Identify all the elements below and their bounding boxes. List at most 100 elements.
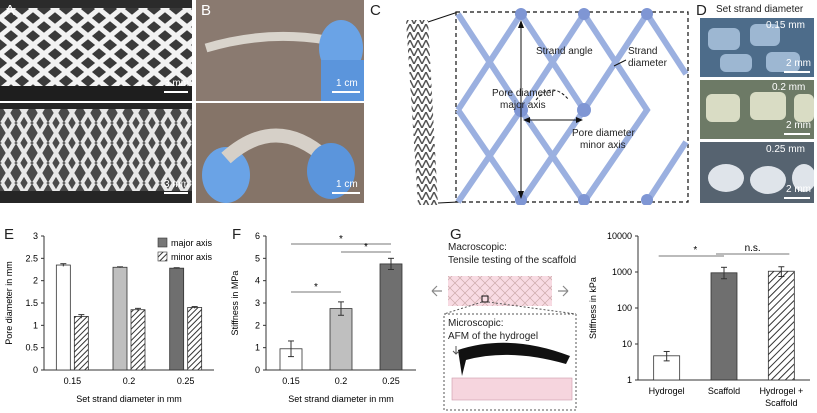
scale-label: 1 cm (336, 78, 358, 89)
scale-bar (332, 91, 360, 93)
bar (710, 272, 738, 381)
legend-label: major axis (171, 238, 213, 248)
y-tick-label: 10 (622, 339, 632, 349)
y-tick-label: 100 (617, 303, 632, 313)
y-axis-label: Stiffness in kPa (588, 277, 598, 339)
bar (767, 270, 795, 381)
panel-d-title: Set strand diameter (716, 4, 804, 15)
mechanics-schematic (431, 276, 577, 411)
micrograph-015: 0.15 mm 2 mm (700, 18, 814, 77)
scale-label: 3 mm (164, 179, 189, 190)
x-tick-label: 0.2 (123, 376, 136, 386)
hydrogel-layer (451, 377, 573, 401)
afm-cantilever-icon (458, 342, 570, 376)
pore-major-label: Pore diameter (492, 88, 555, 99)
y-tick-label: 1 (255, 343, 260, 353)
micrograph-02: 0.2 mm 2 mm (700, 80, 814, 139)
legend-label: minor axis (171, 252, 213, 262)
x-tick-label: 0.2 (335, 376, 348, 386)
scale-label: 1 cm (336, 179, 358, 190)
panel-b-photo-top: B 1 cm (196, 0, 364, 101)
y-tick-label: 2 (33, 276, 38, 286)
y-axis-label: Stiffness in MPa (230, 271, 240, 336)
scale-bar (164, 192, 188, 194)
y-tick-label: 1 (33, 320, 38, 330)
lattice-strands (455, 12, 689, 204)
y-tick-label: 5 (255, 253, 260, 263)
legend-swatch (157, 251, 168, 262)
pore-minor-label: minor axis (580, 140, 626, 151)
scaffold-photo-top (0, 8, 192, 101)
strand-diameter-label: Strand (628, 46, 658, 57)
y-tick-label: 10000 (607, 231, 632, 241)
scale-bar (784, 197, 810, 199)
panel-c-diagram: C (366, 0, 692, 205)
macroscopic-label: Macroscopic: (448, 242, 507, 253)
strand-value-label: 0.2 mm (772, 82, 806, 93)
x-tick-label: 0.15 (64, 376, 82, 386)
significance-label: * (314, 282, 318, 293)
x-tick-label: 0.25 (382, 376, 400, 386)
bar (379, 263, 403, 371)
panel-d: D Set strand diameter (694, 0, 817, 205)
y-tick-label: 1000 (612, 267, 632, 277)
macroscopic-desc: Tensile testing of the scaffold (448, 255, 577, 266)
scaffold-overview-icon (406, 20, 438, 205)
significance-label: n.s. (745, 243, 761, 254)
y-tick-label: 2.5 (25, 253, 38, 263)
x-axis-label: Set strand diameter in mm (288, 394, 394, 404)
panel-a-photo-bottom: 3 mm (0, 103, 192, 203)
panel-g-schematic: Macroscopic: Tensile testing of the scaf… (430, 238, 580, 413)
y-tick-label: 4 (255, 276, 260, 286)
scale-bar (784, 71, 810, 73)
y-tick-label: 3 (33, 231, 38, 241)
y-tick-label: 0.5 (25, 343, 38, 353)
scale-label: 3 mm (164, 78, 189, 89)
pore-major-label: major axis (500, 100, 546, 111)
microscopic-label: Microscopic: (448, 318, 504, 329)
microscopic-desc: AFM of the hydrogel (448, 331, 539, 342)
arrow-down-icon (452, 346, 460, 355)
bar (130, 309, 146, 371)
scaffold-photo-bottom (0, 109, 192, 191)
significance-label: * (339, 234, 343, 245)
scale-bar (332, 192, 360, 194)
arrow-left-icon (431, 285, 442, 297)
bar (187, 307, 203, 371)
significance-label: * (364, 242, 368, 253)
x-tick-label: Hydrogel (649, 386, 685, 396)
flexible-scaffold-photo (204, 20, 364, 101)
x-axis-label: Set strand diameter in mm (76, 394, 182, 404)
lattice-diagram (406, 8, 689, 205)
bar (329, 308, 353, 371)
x-tick-label: 0.25 (177, 376, 195, 386)
y-tick-label: 0 (255, 365, 260, 375)
pore-minor-label: Pore diameter (572, 128, 635, 139)
bar (73, 316, 89, 371)
strand-value-label: 0.15 mm (766, 20, 805, 31)
bent-scaffold-photo (202, 128, 355, 203)
scale-label: 2 mm (786, 120, 811, 131)
legend-swatch (157, 237, 168, 248)
y-tick-label: 0 (33, 365, 38, 375)
micrograph-025: 0.25 mm 2 mm (700, 142, 814, 203)
panel-label-a: A (5, 2, 16, 19)
y-tick-label: 1.5 (25, 298, 38, 308)
panel-b-photo-bottom: 1 cm (196, 103, 364, 203)
scaffold-sample (448, 276, 552, 306)
y-tick-label: 2 (255, 320, 260, 330)
y-tick-label: 6 (255, 231, 260, 241)
scale-label: 2 mm (786, 58, 811, 69)
panel-label-f: F (232, 226, 242, 243)
arrow-right-icon (558, 285, 569, 297)
strand-value-label: 0.25 mm (766, 144, 805, 155)
bar (55, 264, 71, 371)
zoom-box (455, 11, 689, 203)
y-tick-label: 1 (627, 375, 632, 385)
bar (112, 266, 128, 371)
x-tick-label: Hydrogel + (759, 386, 803, 396)
strand-diameter-label: diameter (628, 58, 667, 69)
